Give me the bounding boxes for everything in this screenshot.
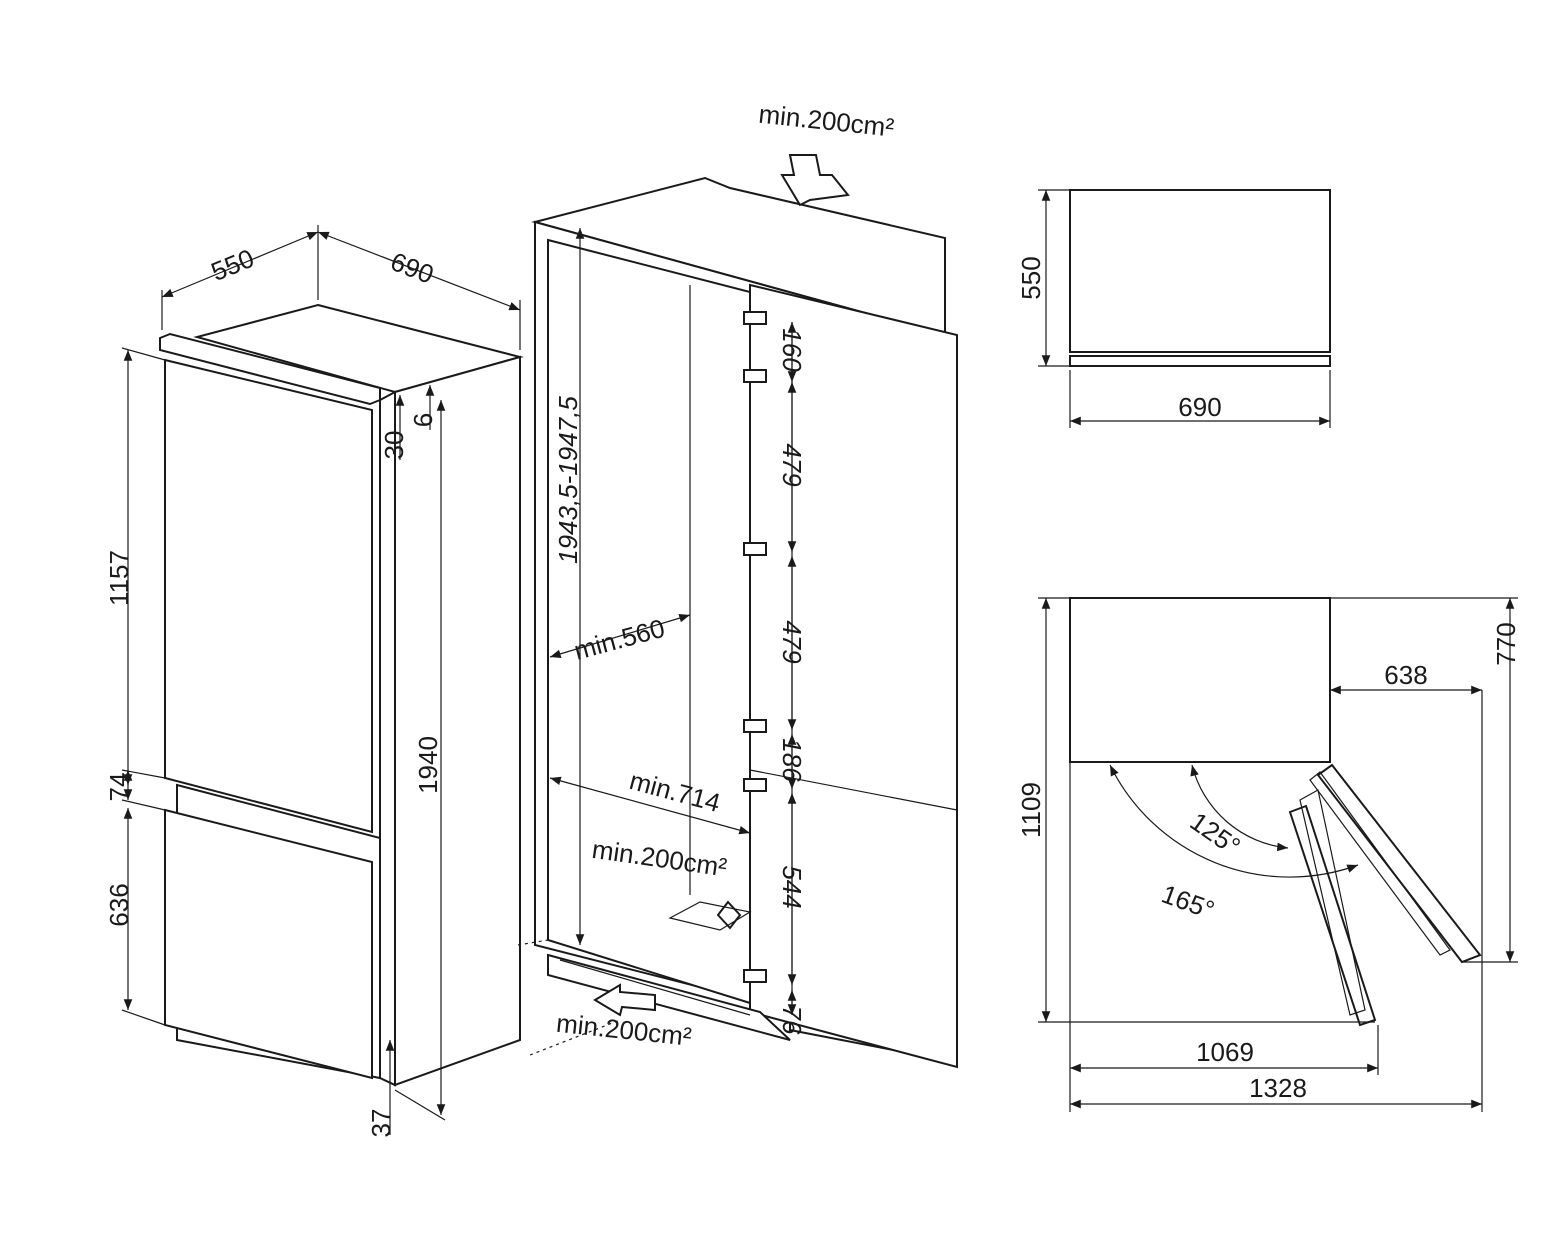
top-trim: [159, 332, 381, 406]
drawing-line: [749, 769, 958, 811]
dim-depth-690: 690: [387, 246, 438, 290]
lower-door: [164, 808, 373, 1080]
drawing-line: [668, 901, 752, 931]
door-125: [1288, 804, 1377, 1027]
dim-770: 770: [1491, 622, 1521, 665]
hinge-marker: [743, 542, 767, 556]
drawing-line: [547, 953, 791, 1041]
dim-niche-height: 1943,5-1947,5: [553, 396, 583, 564]
cabinet-front-edge: [379, 390, 396, 1087]
drawing-line: [1069, 189, 1331, 353]
upper-door: [164, 358, 373, 834]
drawing-line: [394, 1089, 446, 1121]
dim-37: 37: [366, 1109, 396, 1138]
hinge-marker: [743, 969, 767, 983]
dim-1109: 1109: [1016, 782, 1046, 838]
drawing-line: [517, 939, 549, 946]
drawing-line: [121, 799, 166, 811]
hinge-marker: [743, 311, 767, 325]
dim-30: 30: [379, 431, 409, 460]
drawing-line: [549, 776, 751, 835]
dim-479b: 479: [777, 620, 807, 663]
vent-arrow-up-icon: [780, 154, 850, 207]
dim-76: 76: [777, 1006, 807, 1035]
dim-638: 638: [1384, 660, 1427, 690]
drawing-line: [559, 959, 751, 1016]
drawing-line: [317, 231, 521, 311]
dim-74: 74: [104, 773, 134, 802]
hinge-marker: [743, 369, 767, 383]
label-vent-top: min.200cm²: [757, 99, 896, 143]
top-view: 550 690: [1016, 189, 1331, 428]
dim-6: 6: [408, 413, 438, 427]
drawing-line: [749, 283, 958, 1069]
drawing-line: [121, 1009, 166, 1026]
hinge-marker: [743, 719, 767, 733]
dim-1157: 1157: [104, 550, 134, 606]
left-dimensions: 550 690 1157 74 636 1940 30 6 37: [104, 225, 521, 1138]
drawing-line: [529, 1019, 621, 1056]
dim-1069: 1069: [1196, 1037, 1254, 1067]
dim-width-550: 550: [207, 243, 258, 287]
label-vent-bottom: min.200cm²: [555, 1008, 694, 1052]
drawing-line: [1069, 597, 1331, 763]
dim-160: 160: [777, 328, 807, 372]
hinge-marker: [743, 778, 767, 792]
vent-arrow-in-icon: [593, 983, 656, 1017]
dim-186: 186: [777, 738, 807, 782]
dim-top-550: 550: [1016, 256, 1046, 299]
niche-perspective: [517, 154, 958, 1069]
dim-636: 636: [104, 883, 134, 926]
appliance-perspective: [159, 303, 524, 1087]
door-opening-view: 125° 165° 1109 770 638 1069 1328: [1016, 597, 1521, 1112]
drawing-line: [121, 347, 166, 361]
drawing-line: [549, 613, 691, 659]
dim-1940: 1940: [413, 736, 443, 794]
dim-544: 544: [777, 865, 807, 908]
dim-479a: 479: [777, 443, 807, 486]
dim-top-690: 690: [1178, 392, 1221, 422]
cabinet-side: [394, 355, 521, 1087]
dim-angle-165: 165°: [1158, 879, 1219, 926]
drawing-line: [1069, 355, 1331, 367]
drawing-line: [161, 231, 319, 298]
dim-1328: 1328: [1249, 1073, 1307, 1103]
